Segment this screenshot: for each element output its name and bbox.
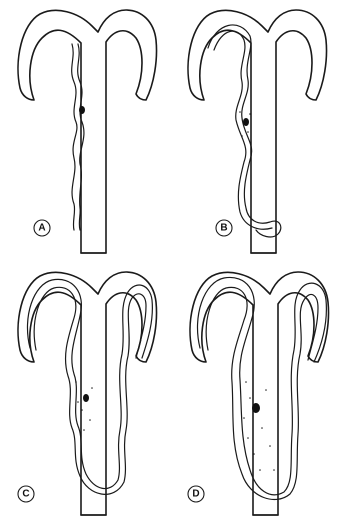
tube-outline	[190, 272, 328, 515]
nucleus	[243, 118, 249, 126]
panel-a: A	[18, 10, 156, 253]
panel-b: B	[188, 10, 326, 253]
expanded-cell-edge	[206, 287, 318, 499]
spreading-cell-edge	[34, 287, 146, 494]
panel-label: C	[22, 489, 29, 500]
migrating-cell-edge	[214, 31, 272, 229]
migrating-cell	[208, 25, 281, 237]
panel-label: B	[220, 223, 227, 234]
tube-outline	[18, 272, 156, 515]
tube-outline	[18, 10, 156, 253]
panel-label: A	[38, 223, 45, 234]
panel-c: C	[18, 272, 157, 515]
panel-d: D	[188, 272, 329, 515]
panel-label: D	[192, 489, 199, 500]
elongated-cell	[72, 44, 77, 230]
nucleus	[79, 106, 85, 114]
expanded-cell	[197, 277, 326, 494]
nucleus	[83, 394, 89, 402]
nucleus	[252, 403, 260, 413]
spreading-cell	[27, 279, 152, 488]
